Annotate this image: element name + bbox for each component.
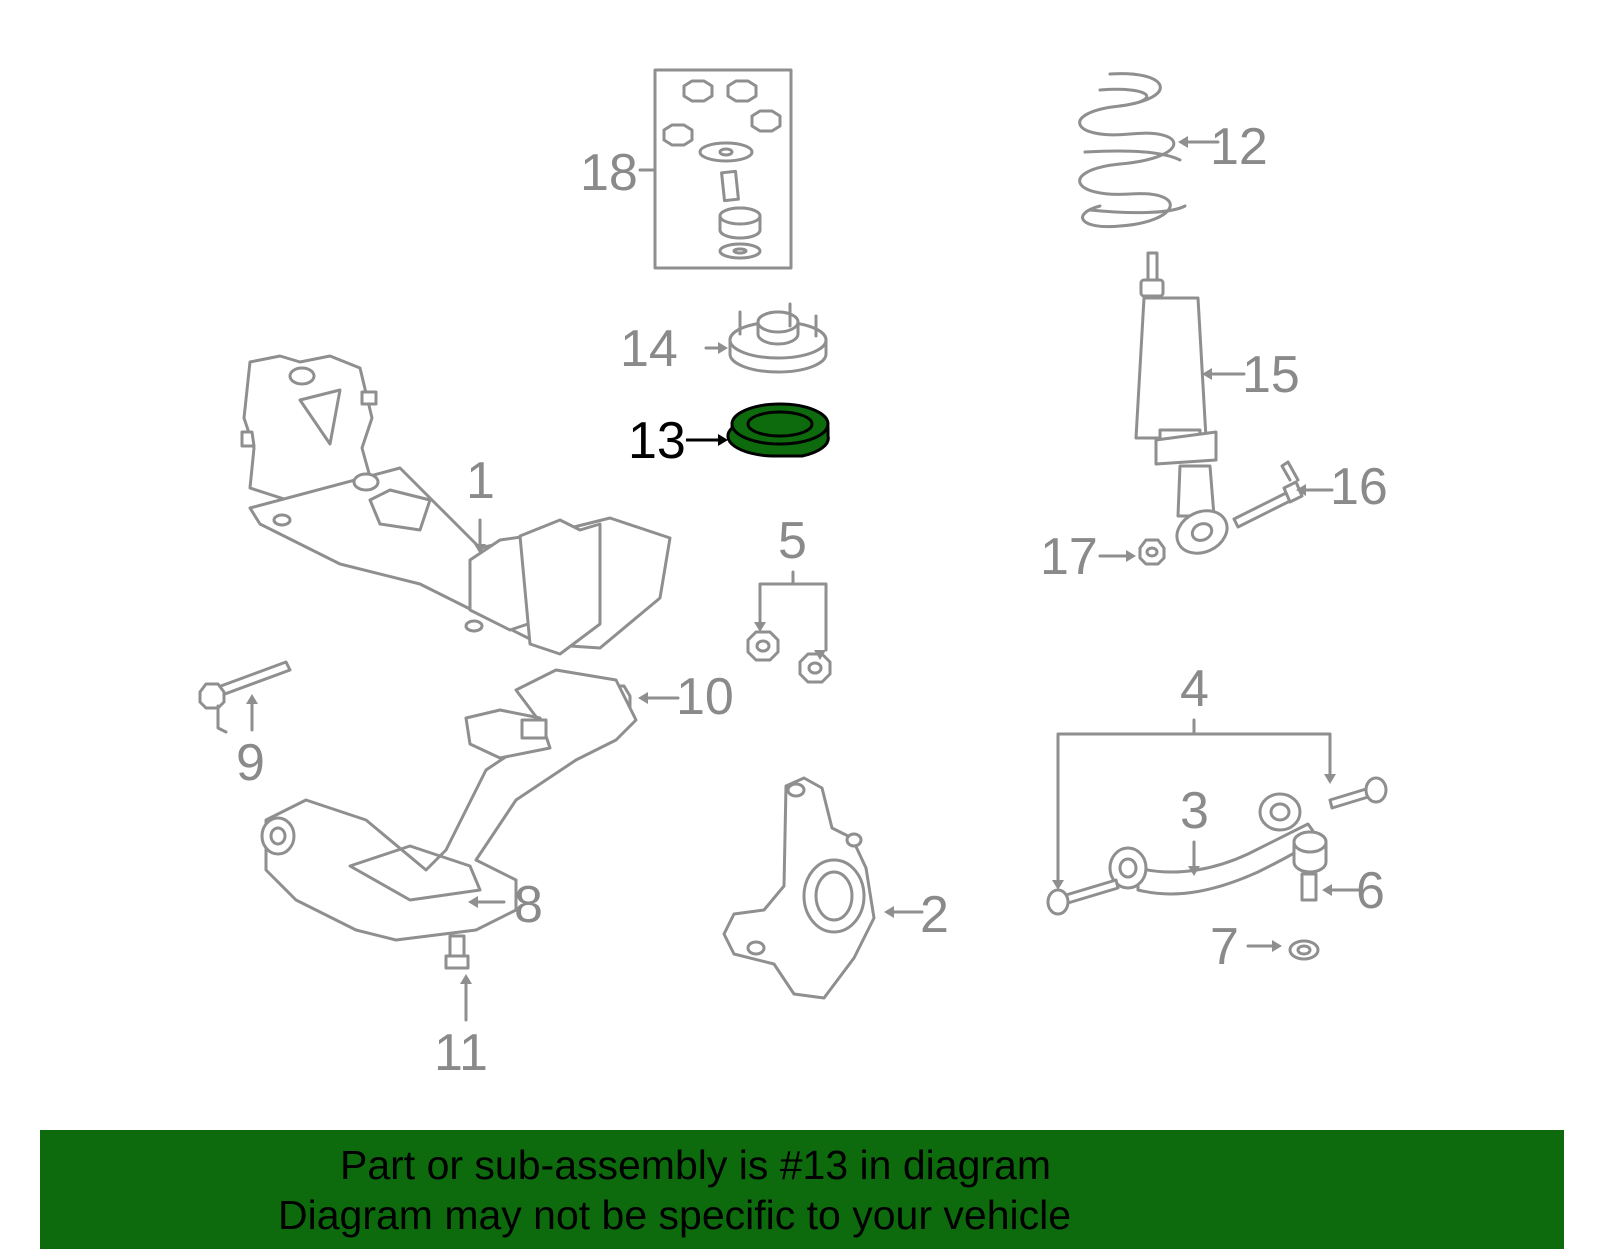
label-15: 15 bbox=[1242, 346, 1300, 404]
label-18: 18 bbox=[580, 144, 638, 202]
label-1: 1 bbox=[466, 452, 495, 510]
label-9: 9 bbox=[236, 734, 265, 792]
banner-line-2: Diagram may not be specific to your vehi… bbox=[278, 1192, 1072, 1238]
label-11: 11 bbox=[434, 1024, 488, 1082]
label-2: 2 bbox=[920, 886, 949, 944]
info-banner: Part or sub-assembly is #13 in diagram D… bbox=[40, 1130, 1564, 1249]
leader-arrows bbox=[246, 136, 1360, 1022]
label-3: 3 bbox=[1180, 782, 1209, 840]
label-12: 12 bbox=[1210, 118, 1268, 176]
part-11-ball-joint bbox=[444, 934, 470, 970]
label-6: 6 bbox=[1356, 862, 1385, 920]
label-5: 5 bbox=[778, 512, 807, 570]
label-7: 7 bbox=[1210, 918, 1239, 976]
part-2-steering-knuckle bbox=[722, 776, 876, 1000]
part-4-bolts bbox=[1046, 718, 1388, 916]
part-13-spring-seat-highlighted bbox=[726, 402, 830, 458]
part-6-ball-stud bbox=[1300, 872, 1318, 902]
part-9-bolt bbox=[198, 660, 292, 734]
part-14-upper-mount bbox=[728, 302, 828, 374]
label-17: 17 bbox=[1040, 528, 1098, 586]
part-16-bolt bbox=[1232, 460, 1304, 529]
label-16: 16 bbox=[1330, 458, 1388, 516]
callout-labels: 18 12 14 15 13 1 16 5 17 4 10 9 3 6 8 2 … bbox=[236, 118, 1388, 1082]
part-17-nut bbox=[1138, 538, 1166, 566]
label-14: 14 bbox=[620, 320, 678, 378]
part-3-upper-control-arm bbox=[1108, 792, 1328, 896]
label-4: 4 bbox=[1180, 660, 1209, 718]
part-7-washer bbox=[1288, 939, 1320, 961]
label-8: 8 bbox=[514, 876, 543, 934]
part-15-shock-absorber bbox=[1134, 251, 1229, 555]
label-10: 10 bbox=[676, 668, 734, 726]
part-12-coil-spring bbox=[1078, 72, 1187, 229]
part-5-nuts bbox=[746, 570, 832, 684]
part-1-crossmember bbox=[240, 354, 672, 656]
part-18-hardware-kit bbox=[638, 68, 793, 270]
banner-line-1: Part or sub-assembly is #13 in diagram bbox=[340, 1142, 1051, 1188]
label-13: 13 bbox=[628, 412, 686, 470]
part-8-lower-control-arm bbox=[260, 668, 638, 942]
